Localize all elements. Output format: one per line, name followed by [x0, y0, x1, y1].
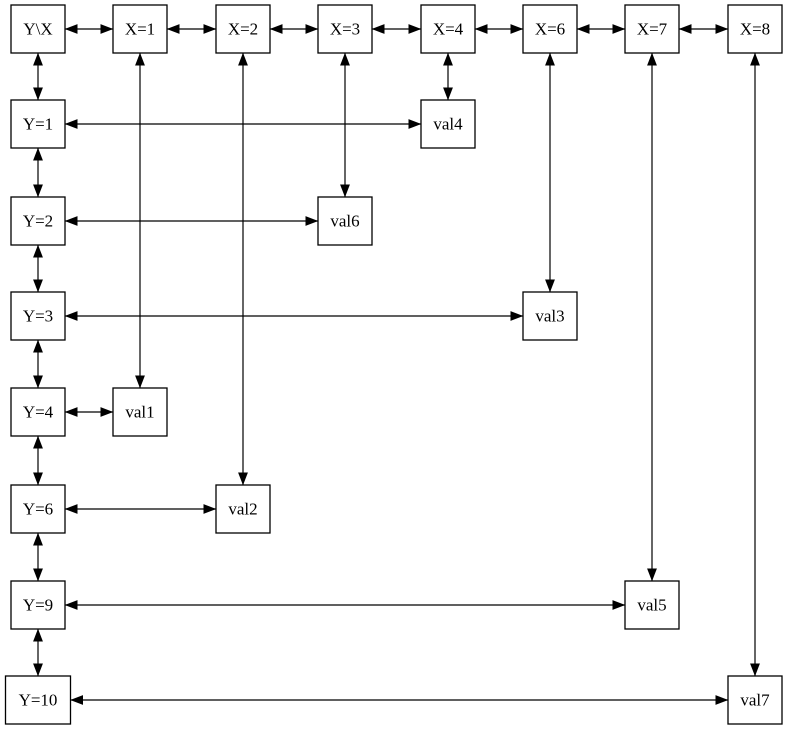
node-label-x7: X=7	[637, 20, 668, 39]
node-x4: X=4	[420, 4, 476, 54]
node-y6: Y=6	[10, 484, 66, 534]
node-label-x6: X=6	[535, 20, 565, 39]
node-val7: val7	[727, 675, 783, 725]
node-label-x3: X=3	[330, 20, 360, 39]
value-box-val7	[727, 675, 783, 725]
node-label-y4: Y=4	[23, 403, 54, 422]
node-corner: Y\X	[10, 4, 66, 54]
node-val6: val6	[317, 196, 373, 246]
node-y3: Y=3	[10, 291, 66, 341]
node-x7: X=7	[624, 4, 680, 54]
value-box-val6	[317, 196, 373, 246]
row-header-box-y6	[10, 484, 66, 534]
column-header-box-x7	[624, 4, 680, 54]
node-y10: Y=10	[4, 675, 72, 725]
node-label-val3: val3	[535, 307, 564, 326]
node-label-y3: Y=3	[23, 307, 53, 326]
node-y2: Y=2	[10, 196, 66, 246]
column-header-box-x8	[727, 4, 783, 54]
node-label-val2: val2	[228, 500, 257, 519]
row-header-box-y1	[10, 99, 66, 149]
row-header-box-y9	[10, 580, 66, 630]
column-header-box-x2	[215, 4, 271, 54]
node-label-x4: X=4	[433, 20, 464, 39]
node-label-val7: val7	[740, 691, 770, 710]
corner-header-box-corner	[10, 4, 66, 54]
node-label-x8: X=8	[740, 20, 770, 39]
node-x6: X=6	[522, 4, 578, 54]
value-box-val3	[522, 291, 578, 341]
edges-layer	[33, 24, 760, 705]
node-val5: val5	[624, 580, 680, 630]
node-val3: val3	[522, 291, 578, 341]
column-header-box-x3	[317, 4, 373, 54]
node-val4: val4	[420, 99, 476, 149]
node-label-val6: val6	[330, 212, 359, 231]
value-box-val1	[112, 387, 168, 437]
node-x1: X=1	[112, 4, 168, 54]
node-label-y10: Y=10	[19, 691, 58, 710]
column-header-box-x4	[420, 4, 476, 54]
node-x8: X=8	[727, 4, 783, 54]
node-y4: Y=4	[10, 387, 66, 437]
node-label-val4: val4	[433, 115, 463, 134]
column-header-box-x6	[522, 4, 578, 54]
node-val1: val1	[112, 387, 168, 437]
column-header-box-x1	[112, 4, 168, 54]
node-label-x2: X=2	[228, 20, 258, 39]
node-y1: Y=1	[10, 99, 66, 149]
value-box-val2	[215, 484, 271, 534]
node-label-x1: X=1	[125, 20, 155, 39]
node-label-y6: Y=6	[23, 500, 53, 519]
node-x3: X=3	[317, 4, 373, 54]
node-label-corner: Y\X	[23, 20, 52, 39]
row-header-box-y10	[4, 675, 72, 725]
row-header-box-y4	[10, 387, 66, 437]
node-label-val1: val1	[125, 403, 154, 422]
node-label-val5: val5	[637, 596, 666, 615]
row-header-box-y3	[10, 291, 66, 341]
node-y9: Y=9	[10, 580, 66, 630]
node-val2: val2	[215, 484, 271, 534]
value-box-val4	[420, 99, 476, 149]
node-label-y2: Y=2	[23, 212, 53, 231]
node-label-y1: Y=1	[23, 115, 53, 134]
node-x2: X=2	[215, 4, 271, 54]
nodes-layer: Y\X X=1 X=2 X=3 X=4 X=6 X=7 X=8Y=1Y=2Y=3Y=4Y=6Y…	[4, 4, 783, 725]
node-label-y9: Y=9	[23, 596, 53, 615]
row-header-box-y2	[10, 196, 66, 246]
value-box-val5	[624, 580, 680, 630]
